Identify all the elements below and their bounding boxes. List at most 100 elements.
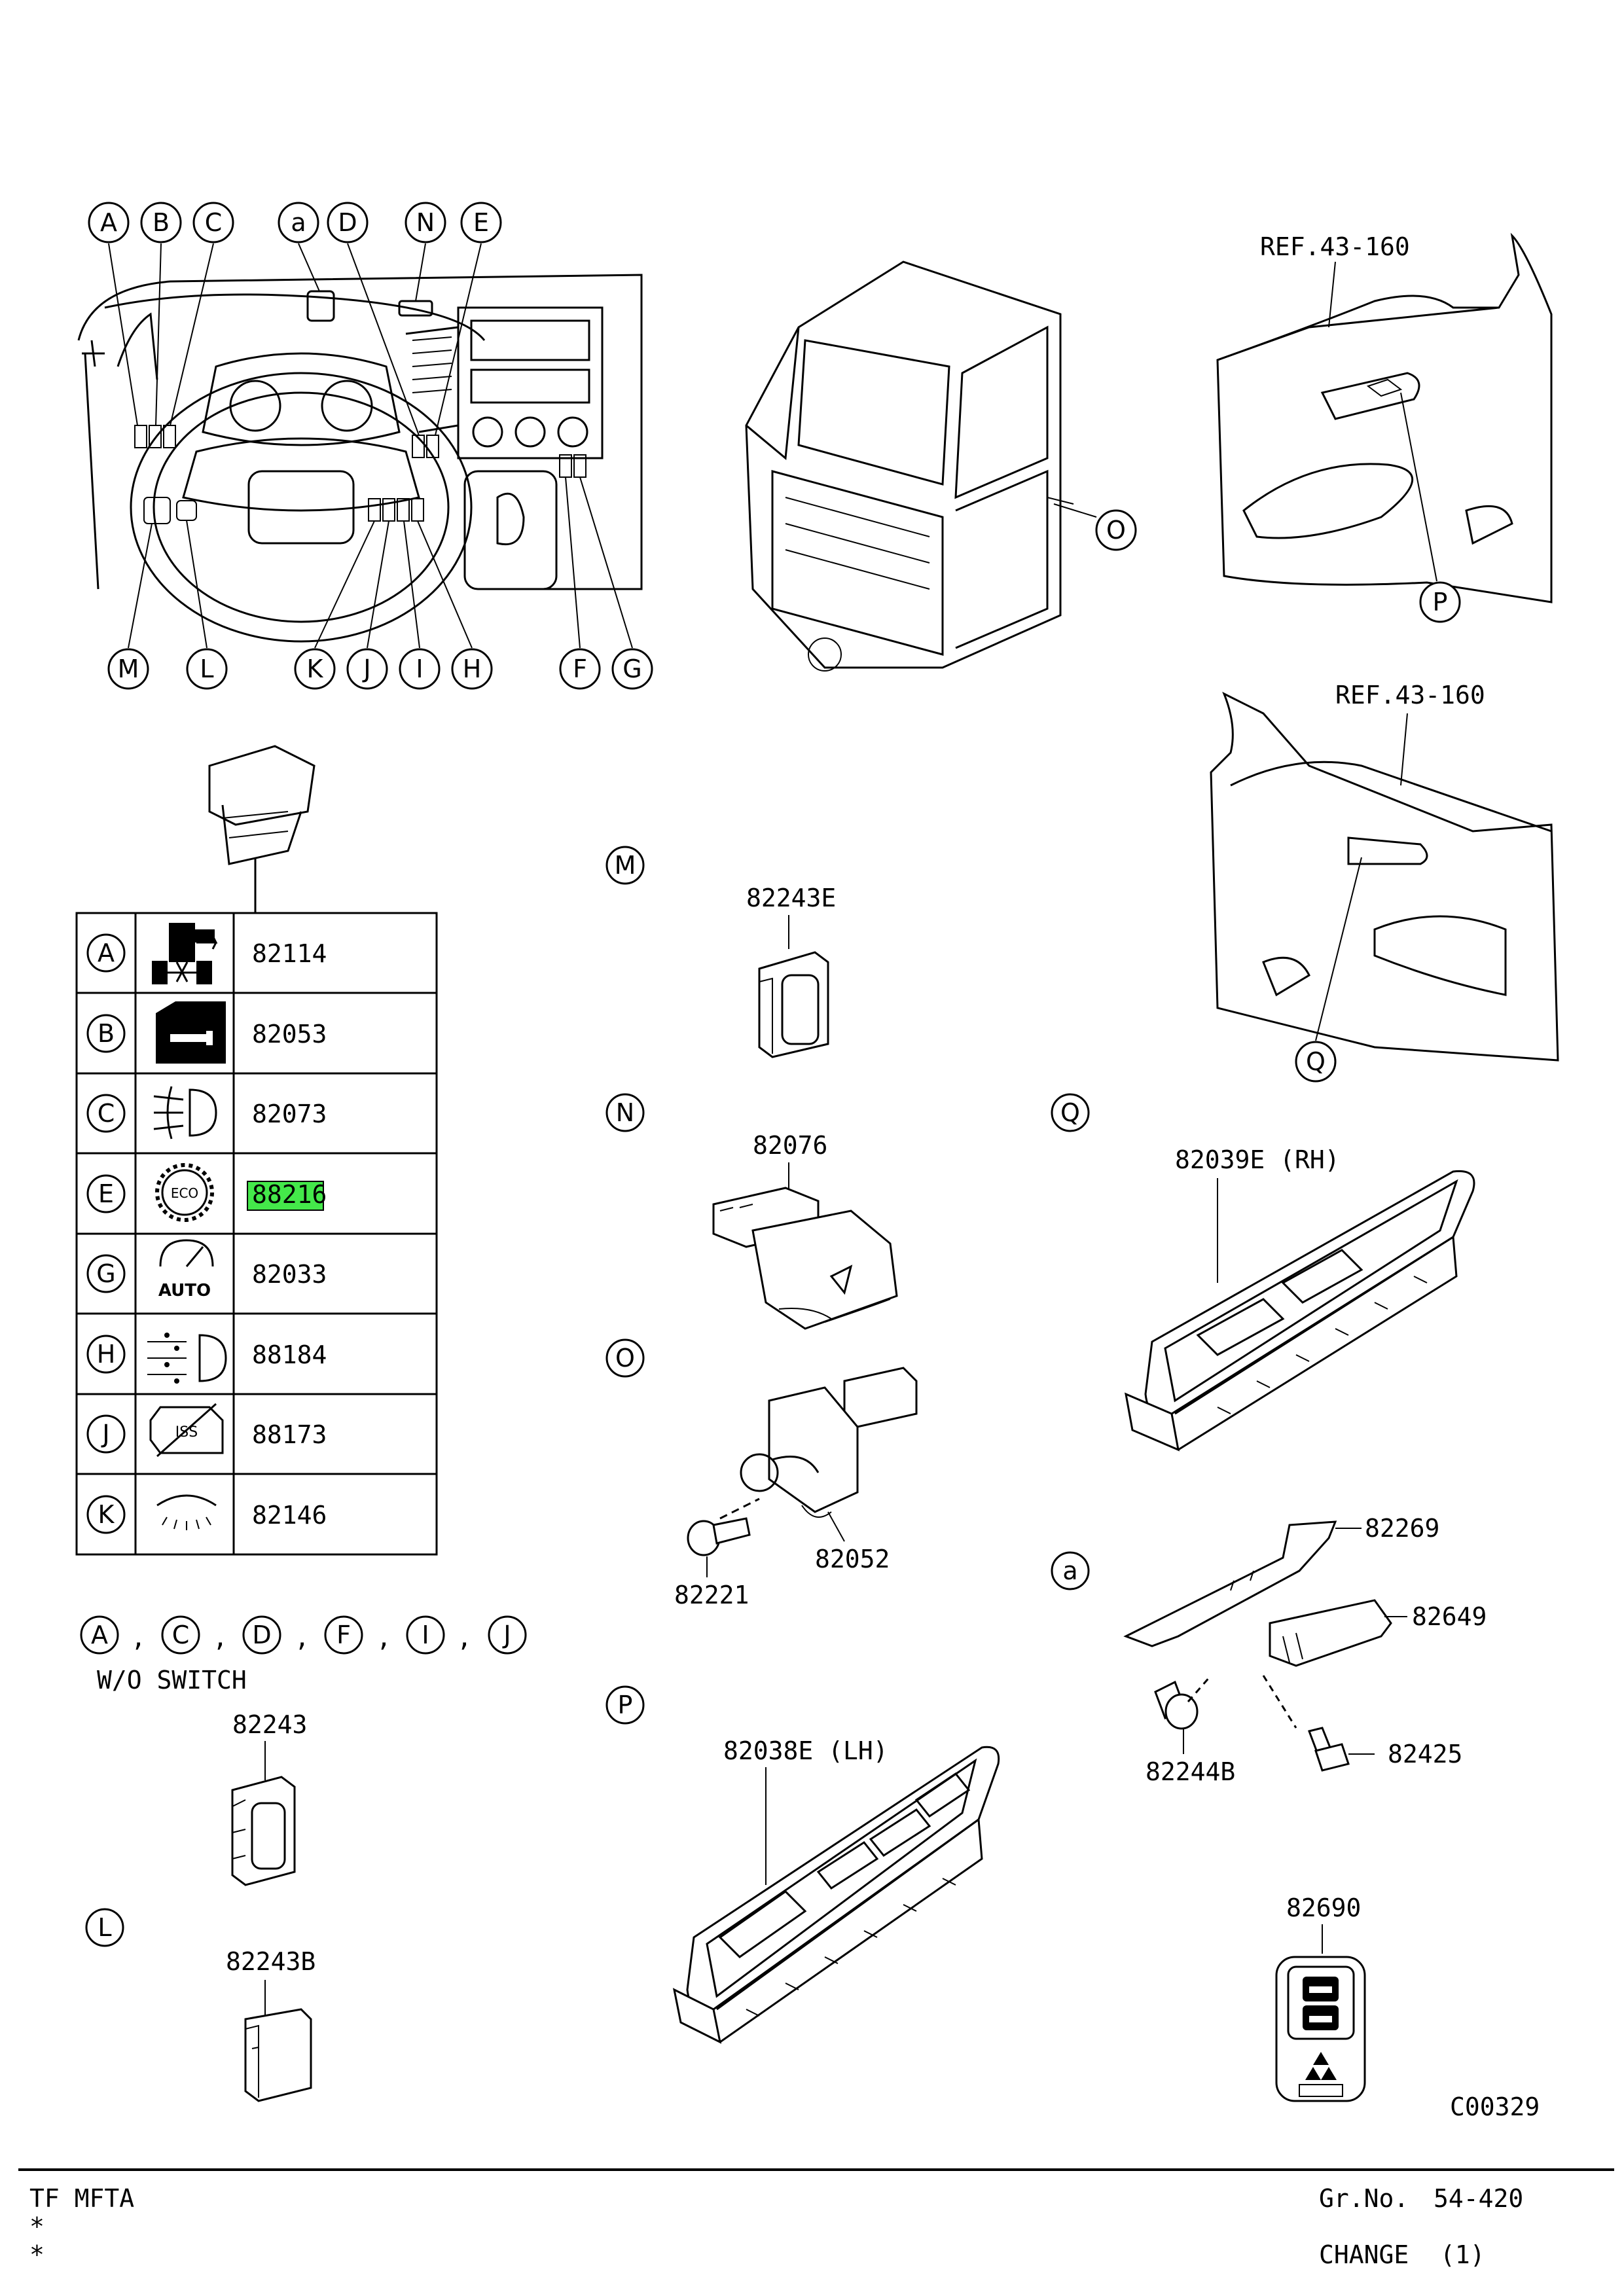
pto-switch-icon xyxy=(152,923,218,984)
row-key-G: G xyxy=(96,1259,115,1288)
callout-M-label: M xyxy=(118,655,139,683)
ref-lh-label: REF.43-160 xyxy=(1260,232,1410,261)
switch-82243E xyxy=(758,951,829,1058)
blank-cover-82243 xyxy=(231,1776,296,1886)
part-82243B[interactable]: 82243B xyxy=(226,1947,316,1976)
callout-a-section xyxy=(1051,1551,1090,1590)
wo-switch-note: W/O SWITCH xyxy=(97,1666,247,1695)
footer-model: TF MFTA xyxy=(29,2184,134,2213)
headlight-washer-icon xyxy=(147,1333,227,1384)
footer-star-1: * xyxy=(29,2212,45,2241)
wo-key-F: F xyxy=(336,1621,351,1649)
callout-I xyxy=(399,648,441,690)
part-88184[interactable]: 88184 xyxy=(252,1340,327,1369)
part-82425[interactable]: 82425 xyxy=(1388,1740,1462,1768)
part-82076[interactable]: 82076 xyxy=(753,1131,827,1160)
room-lamp-icon xyxy=(156,1494,217,1530)
callout-L xyxy=(186,648,228,690)
part-82243E[interactable]: 82243E xyxy=(746,884,836,912)
callout-D xyxy=(327,202,369,243)
row-key-E: E xyxy=(98,1179,114,1208)
callout-a xyxy=(278,202,319,243)
callout-P-section xyxy=(605,1685,645,1725)
screw-82425 xyxy=(1262,1675,1350,1772)
callout-H xyxy=(451,648,493,690)
remote-key-82690 xyxy=(1275,1956,1366,2102)
svg-text:,: , xyxy=(131,1623,146,1652)
fog-lamp-icon xyxy=(153,1086,217,1139)
part-82052[interactable]: 82052 xyxy=(815,1545,890,1573)
part-82033[interactable]: 82033 xyxy=(252,1260,327,1289)
callout-L-label: L xyxy=(200,655,213,683)
svg-text:AUTO: AUTO xyxy=(158,1281,211,1300)
callout-O-section xyxy=(605,1338,645,1378)
callout-F xyxy=(559,648,601,690)
callout-G-label: G xyxy=(623,655,641,683)
rivet-82244B xyxy=(1154,1675,1212,1730)
wo-key-C: C xyxy=(172,1621,190,1649)
section-Q-key: Q xyxy=(1060,1098,1080,1127)
part-82038E[interactable]: 82038E (LH) xyxy=(723,1736,888,1765)
footer-change-value: (1) xyxy=(1440,2240,1485,2269)
callout-M-section xyxy=(605,846,645,885)
callout-C-label: C xyxy=(205,208,223,237)
ref-rh-label: REF.43-160 xyxy=(1335,681,1485,709)
door-rh-illustration xyxy=(1210,691,1559,1062)
callouts-top: A B C a D N E xyxy=(88,202,502,243)
part-82053[interactable]: 82053 xyxy=(252,1020,327,1049)
svg-text:,: , xyxy=(295,1623,310,1652)
callout-D-label: D xyxy=(338,208,357,237)
callout-P-door xyxy=(1419,581,1461,623)
callout-a-label: a xyxy=(291,208,306,237)
part-82690[interactable]: 82690 xyxy=(1286,1893,1361,1922)
callout-J-label: J xyxy=(362,655,370,683)
section-M-key: M xyxy=(615,851,636,880)
callout-O-truck-label: O xyxy=(1106,516,1126,545)
callout-B-label: B xyxy=(153,208,170,237)
door-switch-82052 xyxy=(740,1367,918,1518)
row-key-J: J xyxy=(101,1420,109,1448)
part-82243[interactable]: 82243 xyxy=(232,1710,307,1739)
callout-A-label: A xyxy=(100,208,117,237)
callout-H-label: H xyxy=(463,655,482,683)
part-88173[interactable]: 88173 xyxy=(252,1420,327,1449)
table-parts: 82114 82053 82073 88216 82033 88184 8817… xyxy=(247,939,327,1530)
callout-Q-section xyxy=(1051,1093,1090,1132)
callout-Q-door xyxy=(1295,1041,1337,1083)
section-O-key: O xyxy=(615,1344,635,1372)
section-L-key: L xyxy=(98,1913,111,1942)
part-82649[interactable]: 82649 xyxy=(1412,1602,1487,1631)
part-82269[interactable]: 82269 xyxy=(1365,1514,1439,1543)
power-window-switch-rh xyxy=(1125,1170,1475,1452)
switch-table xyxy=(75,912,438,1556)
part-82244B[interactable]: 82244B xyxy=(1146,1757,1235,1786)
table-keys: A B C E G H J K xyxy=(86,933,126,1534)
part-82073[interactable]: 82073 xyxy=(252,1100,327,1128)
callout-A xyxy=(88,202,130,243)
callout-N-section xyxy=(605,1093,645,1132)
part-82114[interactable]: 82114 xyxy=(252,939,327,968)
row-key-H: H xyxy=(97,1340,116,1369)
wo-switch-keys: A , C , D , F , I , J xyxy=(80,1615,527,1655)
callout-K xyxy=(294,648,336,690)
rocker-switch-illustration xyxy=(208,745,316,913)
footer-group-value: 54-420 xyxy=(1434,2184,1523,2213)
callout-E-label: E xyxy=(473,208,489,237)
part-82221[interactable]: 82221 xyxy=(674,1581,749,1609)
section-P-key: P xyxy=(618,1691,633,1719)
callout-K-label: K xyxy=(307,655,324,683)
svg-text:ECO: ECO xyxy=(171,1185,198,1201)
part-82039E[interactable]: 82039E (RH) xyxy=(1175,1145,1340,1174)
part-82146[interactable]: 82146 xyxy=(252,1501,327,1530)
callout-N xyxy=(405,202,446,243)
callout-E xyxy=(460,202,502,243)
hazard-switch-82076 xyxy=(712,1187,898,1330)
truck-cab-illustration xyxy=(745,260,1097,672)
cap-82243B xyxy=(244,2008,312,2102)
part-88216[interactable]: 88216 xyxy=(252,1180,327,1209)
bracket-82269 xyxy=(1123,1520,1337,1647)
row-key-K: K xyxy=(98,1500,115,1529)
screw-82221 xyxy=(687,1498,760,1556)
section-a-key: a xyxy=(1062,1556,1077,1585)
